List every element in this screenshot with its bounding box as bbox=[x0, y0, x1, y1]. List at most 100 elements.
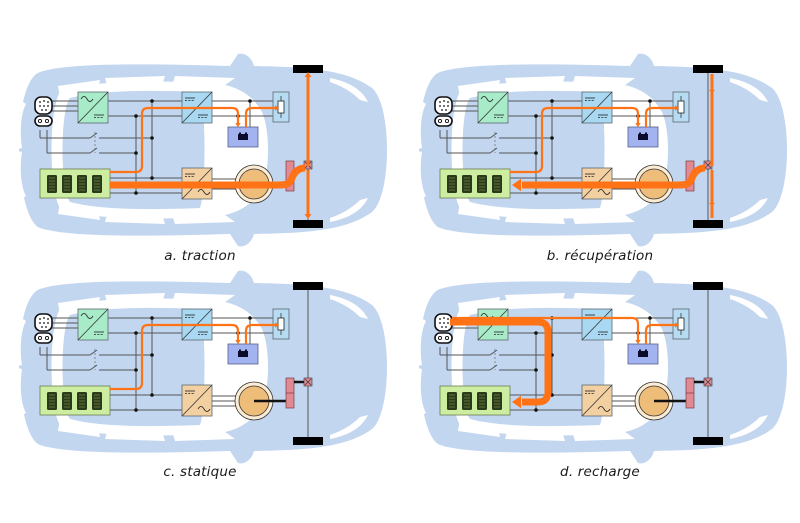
ac-symbol bbox=[597, 406, 611, 412]
wiring bbox=[39, 70, 309, 222]
diagonal bbox=[77, 91, 109, 124]
pin bbox=[37, 335, 43, 341]
junction-dot bbox=[248, 316, 252, 320]
resistor-icon bbox=[277, 100, 285, 114]
flow-arrowhead-aux-battery bbox=[635, 340, 641, 344]
pin bbox=[47, 105, 49, 107]
diagonal bbox=[77, 308, 109, 341]
flow-aux-main bbox=[510, 106, 640, 174]
pin bbox=[443, 105, 445, 107]
charging-socket bbox=[434, 96, 453, 127]
resistor-icon bbox=[677, 100, 685, 114]
pin bbox=[43, 105, 45, 107]
pin bbox=[37, 118, 43, 124]
side-window-front-top bbox=[172, 76, 235, 90]
headlight-bottom bbox=[330, 198, 368, 222]
pin bbox=[437, 335, 443, 341]
differential bbox=[303, 377, 313, 387]
wheel-front-left bbox=[693, 282, 723, 290]
energy-flows bbox=[510, 74, 715, 218]
side-window-front-bottom bbox=[172, 210, 235, 224]
rear-window-top bbox=[458, 80, 500, 98]
side-window-front-bottom bbox=[572, 210, 635, 224]
flow-aux-load bbox=[244, 323, 276, 344]
pin bbox=[441, 326, 443, 328]
side-window-rear-top bbox=[505, 293, 565, 305]
contactor-switch-2 bbox=[89, 364, 98, 371]
rear-light-top bbox=[13, 317, 26, 367]
flow-arrowhead-aux-load bbox=[275, 322, 279, 328]
contactor-switch-1 bbox=[489, 349, 498, 356]
junction-dot bbox=[134, 408, 138, 412]
pin bbox=[439, 318, 441, 320]
battery-terminal bbox=[245, 349, 247, 351]
junction-dot bbox=[150, 316, 154, 320]
panel-recharge bbox=[400, 267, 800, 487]
pin bbox=[47, 101, 49, 103]
diagram-recuperation bbox=[413, 53, 787, 247]
hv-battery bbox=[439, 168, 511, 199]
pin bbox=[41, 326, 43, 328]
contactor-switch-1 bbox=[89, 349, 98, 356]
pin bbox=[439, 105, 441, 107]
flow-arrowhead-aux-load bbox=[275, 105, 279, 111]
flow-aux-load bbox=[244, 106, 276, 127]
side-window-rear-top bbox=[105, 76, 165, 88]
junction-dot bbox=[134, 151, 138, 155]
flow-aux-load bbox=[644, 106, 676, 127]
dc-inlet bbox=[434, 332, 453, 344]
car-body bbox=[413, 270, 787, 464]
pin bbox=[47, 322, 49, 324]
charging-socket bbox=[34, 313, 53, 344]
flow-aux-main bbox=[110, 323, 240, 391]
contactor-switch-2 bbox=[489, 364, 498, 371]
caption-recuperation: b. récupération bbox=[546, 248, 654, 264]
car-body bbox=[13, 53, 388, 247]
headlight-top bbox=[330, 295, 368, 319]
junction-dot bbox=[534, 114, 538, 118]
junction-dot bbox=[134, 114, 138, 118]
pin bbox=[437, 118, 443, 124]
pin bbox=[447, 322, 449, 324]
battery-terminal bbox=[645, 349, 647, 351]
pin bbox=[445, 109, 447, 111]
resistor-icon bbox=[677, 317, 685, 331]
battery-terminal bbox=[239, 132, 241, 134]
rear-window-bottom bbox=[58, 202, 100, 220]
energy-flows bbox=[110, 322, 279, 391]
wheel-front-left bbox=[293, 65, 323, 73]
ac-symbol bbox=[80, 313, 94, 319]
electric-motor bbox=[234, 381, 287, 421]
diagonal bbox=[581, 308, 613, 341]
differential-cross bbox=[704, 378, 712, 386]
pin bbox=[45, 109, 47, 111]
wheel-front-right bbox=[293, 437, 323, 445]
side-window-rear-top bbox=[105, 293, 165, 305]
pin bbox=[439, 322, 441, 324]
side-window-rear-bottom bbox=[105, 212, 165, 224]
headlight-bottom bbox=[730, 198, 768, 222]
flow-regen bbox=[522, 164, 706, 189]
flow-arrowhead-aux-load bbox=[675, 105, 679, 111]
battery-icon bbox=[238, 134, 248, 140]
differential bbox=[703, 377, 713, 387]
pin bbox=[43, 317, 45, 319]
caption-recharge: d. recharge bbox=[560, 464, 640, 480]
car-body bbox=[413, 53, 787, 247]
ac-symbol bbox=[480, 96, 494, 102]
dc-inlet bbox=[34, 332, 53, 344]
junction-dot bbox=[150, 99, 154, 103]
headlight-top bbox=[730, 295, 768, 319]
junction-dot bbox=[550, 176, 554, 180]
flow-arrowhead-battery bbox=[512, 178, 521, 192]
wheel-front-right bbox=[693, 220, 723, 228]
rear-light-bottom bbox=[413, 367, 426, 417]
caption-statique: c. statique bbox=[163, 464, 237, 480]
components bbox=[34, 65, 323, 228]
onboard-charger bbox=[77, 91, 109, 124]
aux-load bbox=[672, 91, 690, 123]
aux-battery bbox=[227, 343, 259, 365]
flow-arrowhead-axle-top bbox=[709, 90, 715, 94]
aux-load bbox=[672, 308, 690, 340]
rear-window-top bbox=[458, 297, 500, 315]
